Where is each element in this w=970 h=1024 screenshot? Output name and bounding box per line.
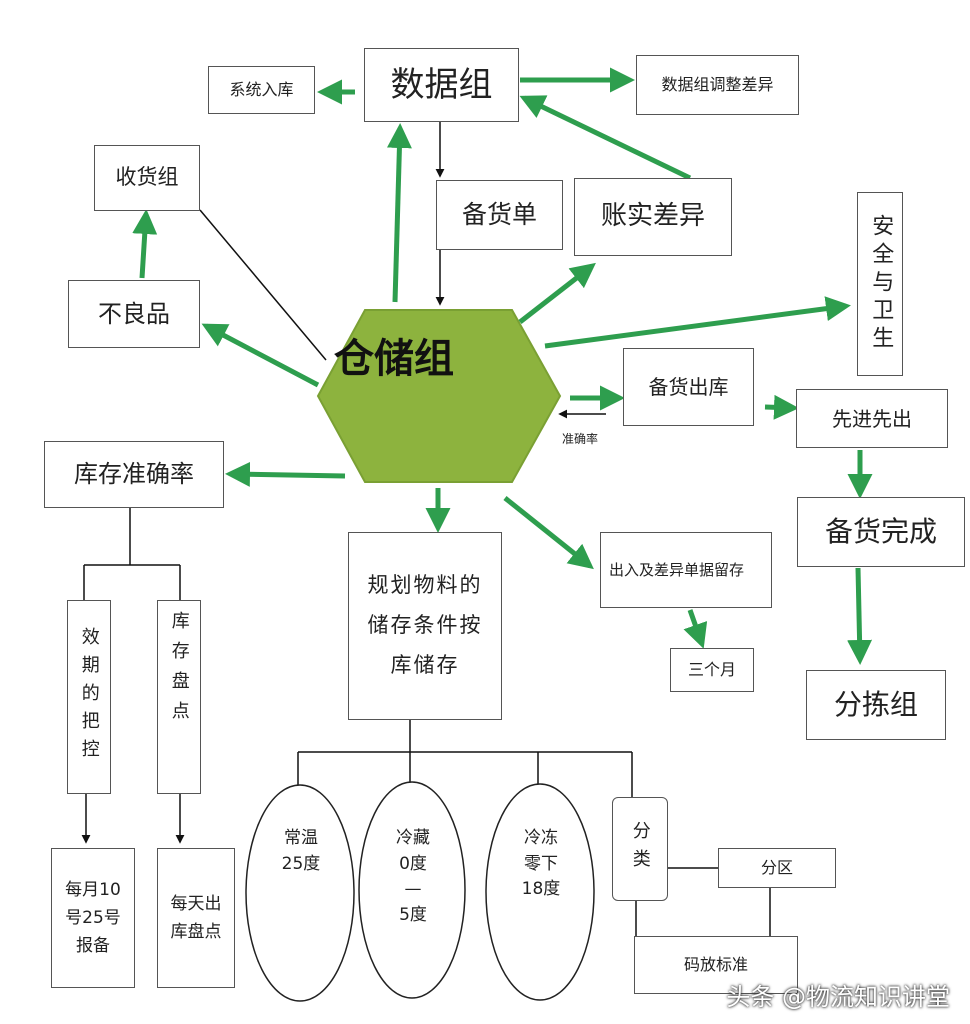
watermark: 头条 @物流知识讲堂 — [726, 983, 950, 1011]
text-frozen: 冷冻 零下 18度 — [521, 828, 561, 899]
arrow-center-to-safety — [544, 296, 851, 349]
node-plan-storage: 规划物料的储存条件按库储存 — [348, 532, 502, 720]
node-data-group: 数据组 — [364, 48, 519, 122]
text-room-temp: 常温 25度 — [281, 828, 321, 874]
node-account-diff: 账实差异 — [574, 178, 732, 256]
node-zone: 分区 — [718, 848, 836, 888]
ellipse-room-temp — [245, 784, 355, 1002]
node-inventory-accuracy: 库存准确率 — [44, 441, 224, 508]
arrow-center-to-defective — [201, 323, 320, 388]
node-stock-list: 备货单 — [436, 180, 563, 250]
node-monthly-report: 每月10号25号报备 — [51, 848, 135, 988]
node-sorting: 分拣组 — [806, 670, 946, 740]
arrow-retention-to-three — [683, 609, 708, 649]
node-classify: 分类 — [612, 797, 668, 901]
text-cold: 冷藏 0度 — 5度 — [396, 828, 430, 925]
center-hexagon — [316, 309, 562, 483]
line-receiving-to-center — [199, 209, 327, 361]
arrow-center-to-accuracy — [225, 461, 346, 487]
node-receiving: 收货组 — [94, 145, 200, 211]
node-safety: 安全与卫生 — [857, 192, 903, 376]
center-label: 仓储组 — [334, 336, 454, 382]
node-system-inbound: 系统入库 — [208, 66, 315, 114]
arrow-center-to-data — [386, 123, 412, 303]
node-stack-std: 码放标准 — [634, 936, 798, 994]
node-defective: 不良品 — [68, 280, 200, 348]
ellipse-frozen — [485, 783, 595, 1001]
arrow-done-to-sorting — [847, 567, 873, 665]
node-daily-count: 每天出库盘点 — [157, 848, 235, 988]
arrow-center-to-retention — [503, 496, 594, 570]
arrow-center-to-diff — [518, 262, 596, 324]
node-three-months: 三个月 — [670, 648, 754, 692]
label-accuracy-note: 准确率 — [562, 432, 599, 446]
node-stock-out: 备货出库 — [623, 348, 754, 426]
node-expiry: 效期的把控 — [67, 600, 111, 794]
arrow-stockout-to-fifo — [764, 394, 799, 420]
node-doc-retention: 出入及差异单据留存 — [600, 532, 772, 608]
arrow-diff-to-data — [519, 95, 692, 181]
ellipse-cold — [358, 781, 466, 999]
node-stocktake: 库存盘点 — [157, 600, 201, 794]
node-data-adjust: 数据组调整差异 — [636, 55, 799, 115]
node-fifo: 先进先出 — [796, 389, 948, 448]
node-stock-done: 备货完成 — [797, 497, 965, 567]
arrow-defective-to-receiving — [132, 209, 158, 279]
